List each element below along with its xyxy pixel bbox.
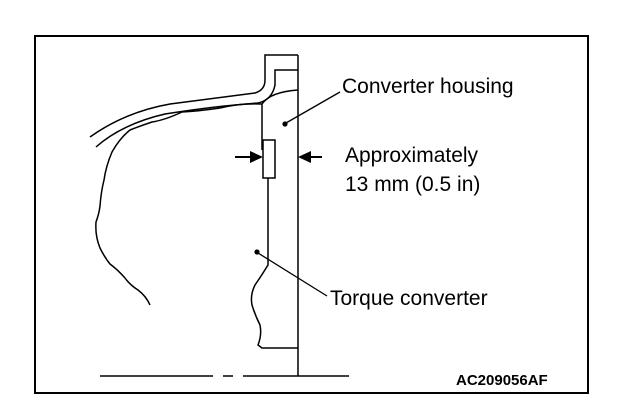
torque-leader	[257, 252, 328, 297]
label-distance: 13 mm (0.5 in)	[345, 173, 481, 196]
housing-flange-inner	[95, 69, 298, 148]
measure-arrow-left-head	[250, 151, 263, 163]
housing-leader-dot	[282, 121, 288, 127]
figure-code: AC209056AF	[456, 372, 548, 389]
torque-converter-body	[250, 178, 298, 349]
figure-frame	[34, 35, 589, 394]
label-converter-housing: Converter housing	[342, 75, 514, 98]
label-torque-converter: Torque converter	[330, 287, 488, 310]
casting-contour	[95, 103, 263, 306]
housing-neck	[261, 89, 299, 150]
measure-arrow-right-head	[298, 151, 311, 163]
converter-tab	[262, 139, 276, 179]
label-approximately: Approximately	[345, 144, 479, 167]
housing-flange	[89, 54, 298, 138]
torque-leader-dot	[254, 249, 260, 255]
housing-leader	[285, 91, 341, 124]
